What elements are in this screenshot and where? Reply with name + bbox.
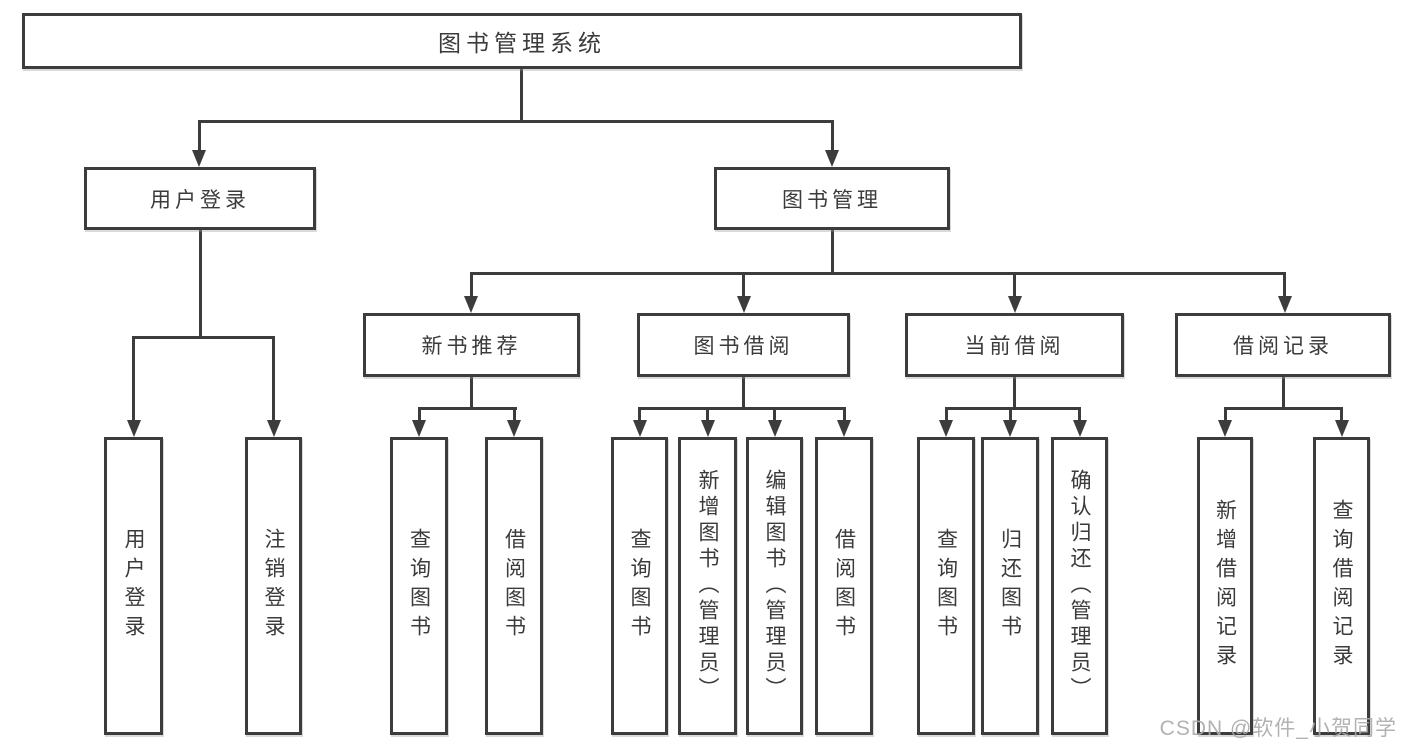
connector-line <box>417 407 517 410</box>
connector-line <box>197 120 201 152</box>
node-label: 当前借阅 <box>964 335 1065 358</box>
leaf-query-books-current: 查询图书 <box>917 437 975 735</box>
connector-line <box>742 272 745 299</box>
connector-line <box>830 230 834 272</box>
connector-line <box>417 407 421 423</box>
node-library-management-system: 图书管理系统 <box>22 13 1022 69</box>
leaf-label: 新增图书（管理员） <box>696 469 719 703</box>
leaf-add-borrow-record: 新增借阅记录 <box>1197 437 1253 735</box>
node-label: 用户登录 <box>150 188 250 212</box>
arrowhead-down-icon <box>632 420 647 437</box>
leaf-borrow-books: 借阅图书 <box>815 437 873 735</box>
connector-line <box>944 407 1080 410</box>
leaf-user-login: 用户登录 <box>104 437 163 735</box>
leaf-borrow-books-recommend: 借阅图书 <box>485 437 543 735</box>
connector-line <box>1283 272 1286 299</box>
connector-line <box>638 407 845 410</box>
arrowhead-down-icon <box>192 150 206 167</box>
connector-line <box>773 407 776 423</box>
leaf-query-books-borrow: 查询图书 <box>611 437 668 735</box>
leaf-label: 借阅图书 <box>832 528 856 644</box>
arrowhead-down-icon <box>837 420 851 437</box>
connector-line <box>272 336 275 422</box>
leaf-label: 确认归还（管理员） <box>1068 469 1091 703</box>
connector-line <box>638 407 641 423</box>
arrowhead-down-icon <box>1277 296 1292 313</box>
arrowhead-down-icon <box>1007 296 1022 313</box>
leaf-label: 查询图书 <box>407 528 431 644</box>
arrowhead-down-icon <box>767 420 782 437</box>
connector-line <box>706 407 709 423</box>
leaf-label: 查询图书 <box>628 528 651 644</box>
node-borrowing-records: 借阅记录 <box>1175 313 1391 377</box>
node-current-borrowing: 当前借阅 <box>905 313 1124 377</box>
connector-line <box>132 336 275 339</box>
connector-line <box>1340 407 1343 423</box>
leaf-label: 归还图书 <box>998 528 1022 644</box>
leaf-confirm-return-admin: 确认归还（管理员） <box>1051 437 1108 735</box>
connector-line <box>1281 377 1285 407</box>
leaf-logout: 注销登录 <box>245 437 302 735</box>
leaf-query-books-recommend: 查询图书 <box>390 437 448 735</box>
node-label: 新书推荐 <box>421 335 522 358</box>
node-new-book-recommendation: 新书推荐 <box>363 313 580 377</box>
leaf-label: 新增借阅记录 <box>1213 499 1237 673</box>
connector-line <box>469 272 473 299</box>
leaf-label: 查询图书 <box>934 528 958 644</box>
node-book-borrowing: 图书借阅 <box>637 313 850 377</box>
arrowhead-down-icon <box>266 420 281 437</box>
node-book-management: 图书管理 <box>714 167 950 230</box>
leaf-label: 借阅图书 <box>502 528 526 644</box>
connector-line <box>1223 407 1342 410</box>
leaf-label: 用户登录 <box>122 528 145 644</box>
node-label: 图书借阅 <box>693 335 794 358</box>
node-label: 图书管理 <box>782 188 882 212</box>
arrowhead-down-icon <box>700 420 715 437</box>
arrowhead-down-icon <box>464 296 478 313</box>
connector-line <box>944 407 948 423</box>
arrowhead-down-icon <box>825 150 839 167</box>
arrowhead-down-icon <box>1003 420 1017 437</box>
connector-line <box>132 336 135 422</box>
leaf-add-books-admin: 新增图书（管理员） <box>678 437 737 735</box>
leaf-label: 注销登录 <box>262 528 285 644</box>
connector-line <box>1012 377 1016 407</box>
leaf-label: 查询借阅记录 <box>1330 499 1353 673</box>
connector-line <box>742 377 745 407</box>
arrowhead-down-icon <box>939 420 953 437</box>
connector-line <box>830 120 834 152</box>
arrowhead-down-icon <box>507 420 521 437</box>
arrowhead-down-icon <box>126 420 141 437</box>
node-label: 借阅记录 <box>1233 335 1333 358</box>
connector-line <box>1013 272 1016 299</box>
arrowhead-down-icon <box>736 296 751 313</box>
leaf-label: 编辑图书（管理员） <box>763 469 786 703</box>
arrowhead-down-icon <box>412 420 426 437</box>
leaf-return-books: 归还图书 <box>981 437 1039 735</box>
connector-line <box>198 230 202 336</box>
connector-line <box>512 407 516 423</box>
leaf-query-borrow-record: 查询借阅记录 <box>1313 437 1370 735</box>
leaf-edit-books-admin: 编辑图书（管理员） <box>746 437 803 735</box>
connector-line <box>1223 407 1227 423</box>
node-user-login: 用户登录 <box>84 167 316 230</box>
node-label: 图书管理系统 <box>438 30 606 56</box>
connector-line <box>1078 407 1081 423</box>
arrowhead-down-icon <box>1218 420 1232 437</box>
arrowhead-down-icon <box>1072 420 1087 437</box>
arrowhead-down-icon <box>1334 420 1349 437</box>
connector-line <box>197 120 833 123</box>
connector-line <box>1008 407 1012 423</box>
connector-line <box>469 272 1285 275</box>
connector-line <box>470 377 473 407</box>
connector-line <box>842 407 846 423</box>
watermark: CSDN @软件_小贺同学 <box>1159 717 1397 740</box>
connector-line <box>519 69 523 120</box>
